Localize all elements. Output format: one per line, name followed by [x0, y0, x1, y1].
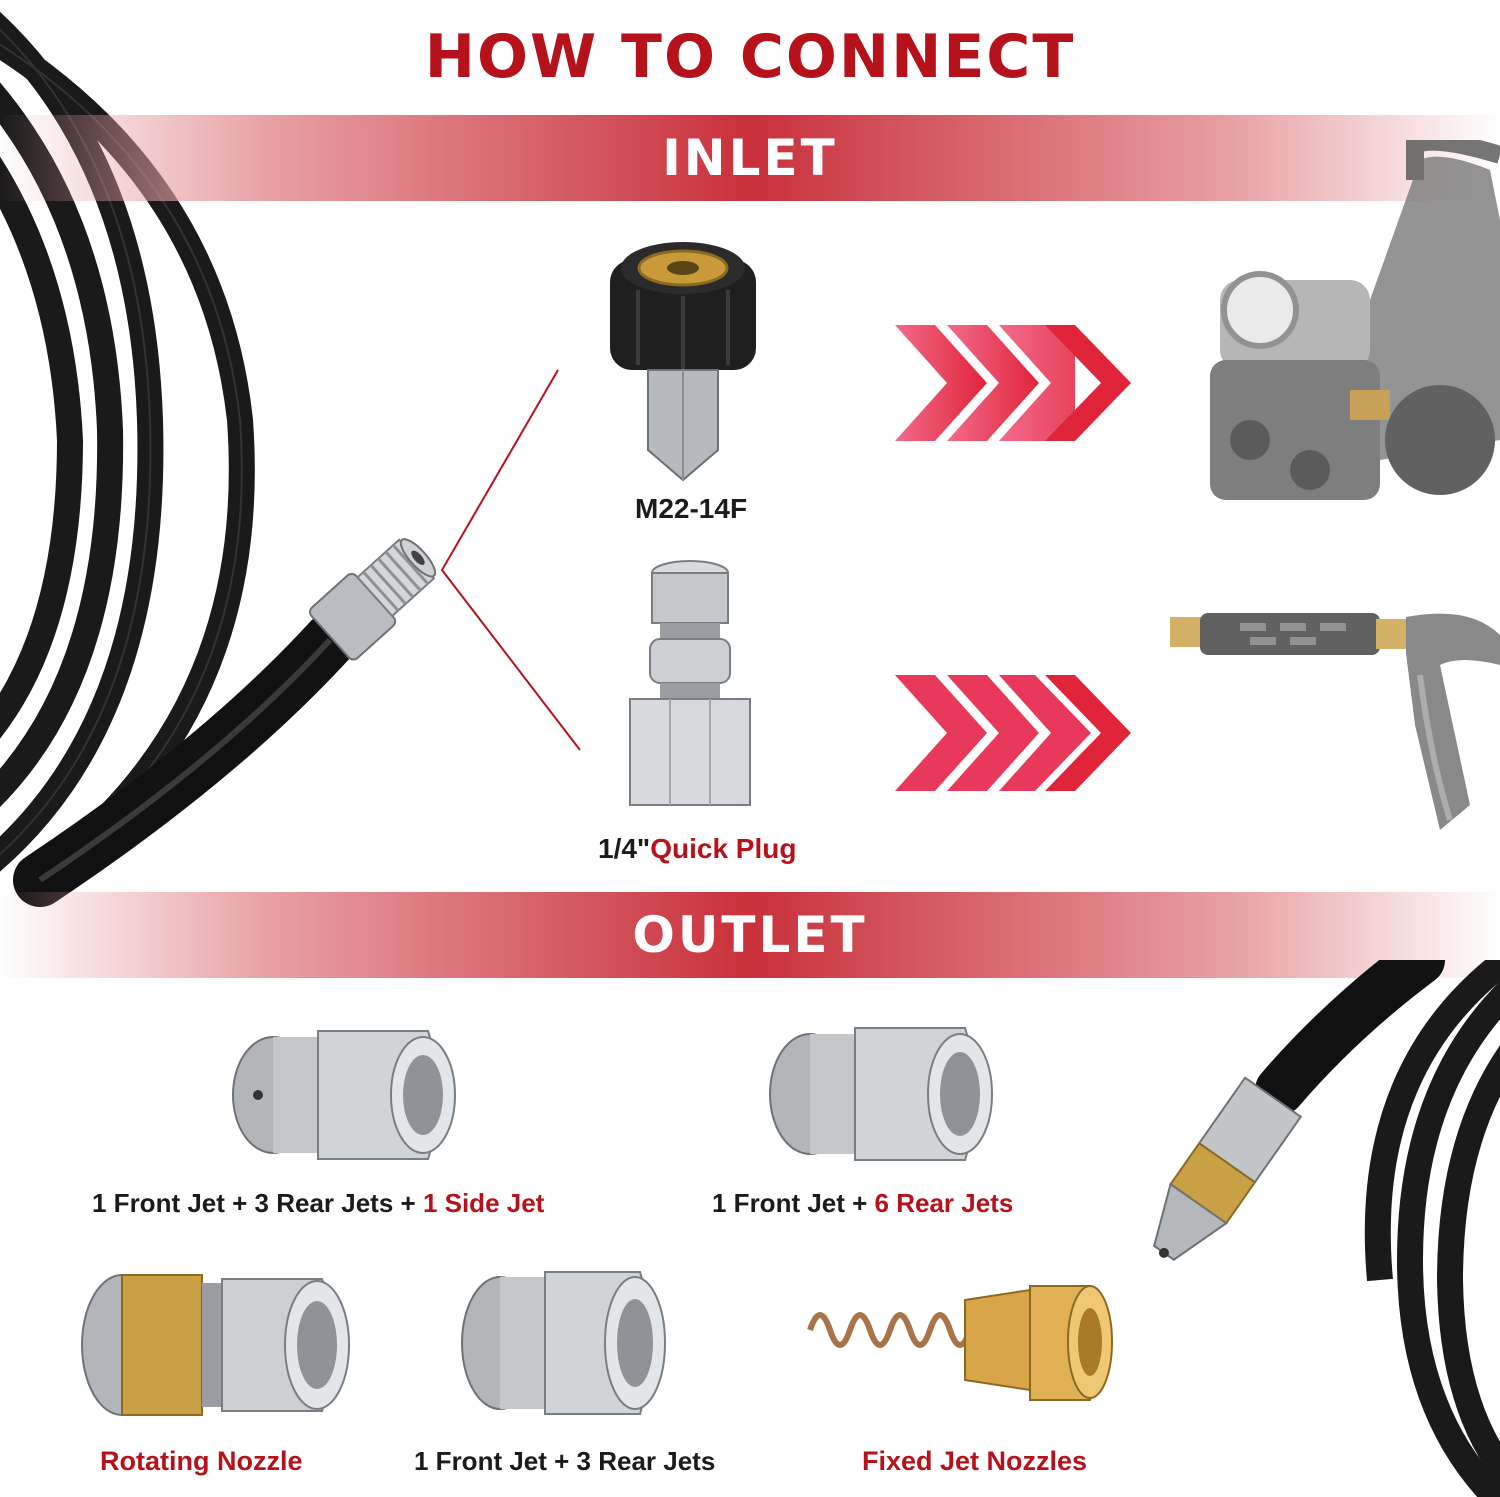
nozzle-label-three-rear: 1 Front Jet + 3 Rear Jets [414, 1446, 716, 1476]
page-title: HOW TO CONNECT [424, 22, 1076, 92]
nozzle-label-side-jet: 1 Front Jet + 3 Rear Jets + 1 Side Jet [92, 1188, 545, 1218]
pressure-washer-icon [1210, 140, 1500, 500]
nozzle-label-rotating: Rotating Nozzle [100, 1446, 303, 1476]
nozzle-icon [461, 1271, 666, 1415]
m22-fitting-label: M22-14F [635, 493, 748, 524]
outlet-band: OUTLET [0, 892, 1500, 978]
arrow-chevrons-icon [895, 675, 1131, 791]
nozzle-icon [232, 1030, 456, 1160]
nozzle-label-six-rear: 1 Front Jet + 6 Rear Jets [712, 1188, 1014, 1218]
spray-gun-icon [1170, 613, 1500, 830]
outlet-band-label: OUTLET [632, 906, 868, 964]
nozzle-icon [807, 1285, 1114, 1401]
nozzle-label-fixed-jet: Fixed Jet Nozzles [862, 1446, 1088, 1476]
arrow-chevrons-icon [895, 325, 1135, 445]
nozzle-icon [769, 1027, 993, 1161]
quick-plug-icon [629, 560, 751, 806]
quick-plug-label: 1/4"Quick Plug [598, 833, 797, 864]
inlet-band: INLET [0, 115, 1500, 201]
nozzle-icon [81, 1274, 350, 1416]
connector-lines [440, 369, 581, 751]
m22-fitting-icon [610, 242, 756, 482]
hose-coil-icon [1152, 960, 1500, 1497]
inlet-band-label: INLET [662, 129, 838, 187]
